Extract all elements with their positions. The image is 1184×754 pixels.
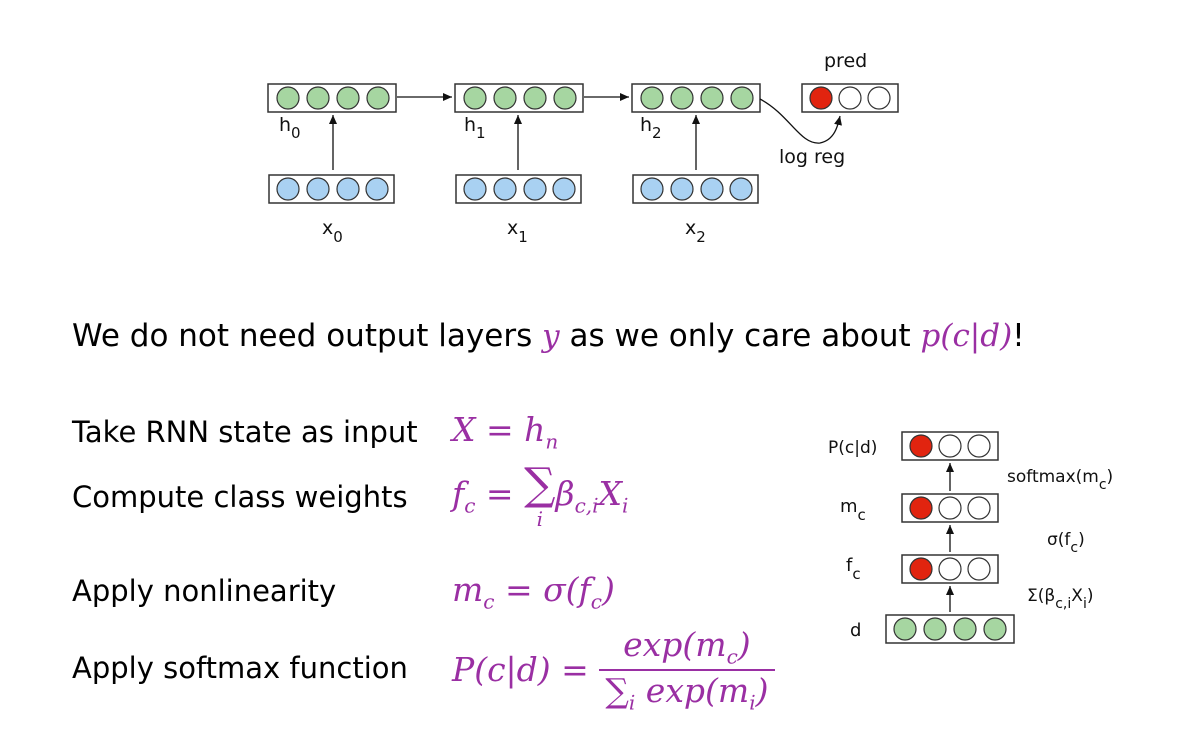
side-layer-pcd	[901, 431, 999, 461]
log-reg-label: log reg	[779, 146, 845, 168]
sentence-part1: We do not need output layers	[72, 318, 543, 354]
side-layer-mc	[901, 493, 999, 523]
edge-label-sum: Σ(βc,iXi)	[1027, 586, 1093, 612]
side-label-mc: mc	[840, 496, 866, 524]
input-layer-1	[455, 174, 582, 204]
side-label-d: d	[850, 620, 861, 641]
equation-3: mc = σ(fc)	[452, 570, 615, 614]
sentence-pcd: p(c|d)	[920, 318, 1013, 354]
input-layer-0	[268, 174, 395, 204]
arrow-h2-pred	[759, 98, 842, 144]
input-layer-2	[632, 174, 759, 204]
edge-label-sigma: σ(fc)	[1047, 530, 1085, 556]
sentence-part2: as we only care about	[559, 318, 921, 354]
hidden-layer-0	[267, 83, 397, 113]
step-label-1: Take RNN state as input	[72, 415, 418, 449]
side-label-fc: fc	[846, 555, 861, 583]
equation-1: X = hn	[452, 410, 559, 454]
step-label-2: Compute class weights	[72, 480, 408, 514]
main-sentence: We do not need output layers y as we onl…	[72, 318, 1025, 354]
edge-label-softmax: softmax(mc)	[1007, 467, 1113, 493]
h1-label: h1	[464, 114, 486, 142]
equation-4: P(c|d) = exp(mc) ∑i exp(mi)	[452, 625, 775, 714]
hidden-layer-1	[454, 83, 584, 113]
pred-label: pred	[824, 50, 867, 72]
x0-label: x0	[322, 217, 343, 246]
side-label-pcd: P(c|d)	[828, 438, 877, 458]
side-layer-d	[885, 614, 1015, 644]
hidden-layer-2	[631, 83, 761, 113]
side-layer-fc	[901, 554, 999, 584]
x2-label: x2	[685, 217, 706, 246]
sentence-y: y	[542, 318, 560, 354]
x1-label: x1	[507, 217, 528, 246]
pred-layer	[801, 83, 899, 113]
h0-label: h0	[279, 114, 301, 142]
sentence-end: !	[1012, 318, 1025, 354]
h2-label: h2	[640, 114, 662, 142]
step-label-3: Apply nonlinearity	[72, 574, 337, 608]
step-label-4: Apply softmax function	[72, 651, 408, 685]
